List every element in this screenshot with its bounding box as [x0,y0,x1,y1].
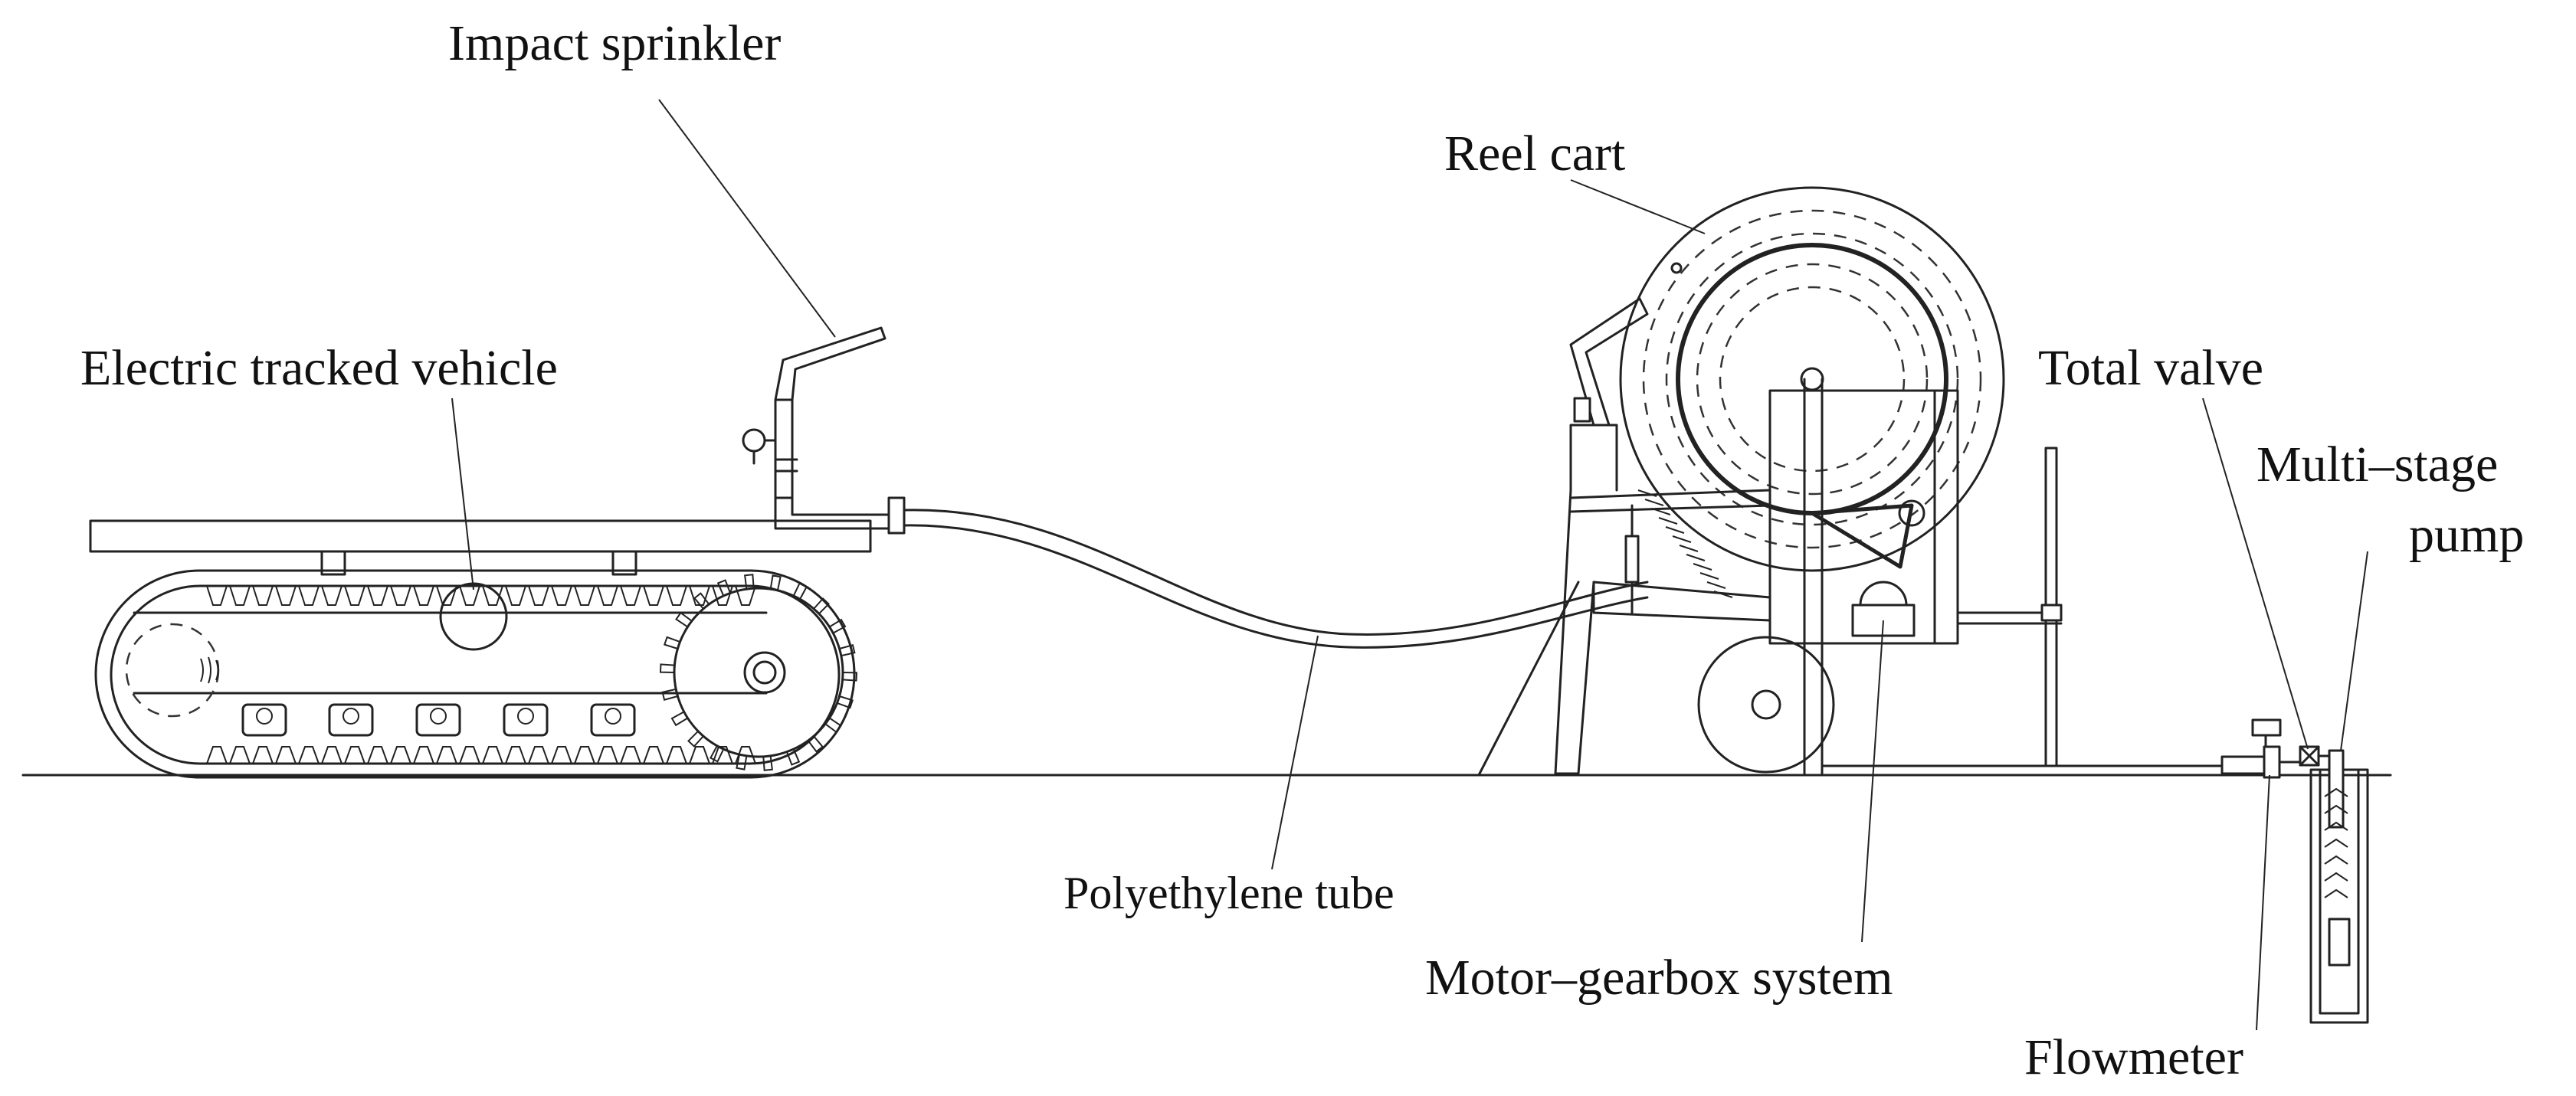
label-multi-stage-pump-line1: Multi–stage [2256,437,2498,492]
leader-total-valve [2202,398,2309,750]
road-wheel [590,703,636,737]
label-impact-sprinkler: Impact sprinkler [448,15,781,71]
polyethylene-tube [903,509,1649,649]
multi-stage-pump [2309,749,2369,1024]
label-reel-cart: Reel cart [1444,126,1625,182]
label-electric-tracked-vehicle: Electric tracked vehicle [80,340,558,396]
electric-tracked-vehicle [89,519,872,779]
road-wheel-hub [430,708,447,725]
impact-sprinkler [742,326,906,535]
reel-cart [1477,186,2224,777]
label-multi-stage-pump-line2: pump [2409,507,2524,563]
label-flowmeter: Flowmeter [2024,1029,2243,1085]
road-wheel-hub [605,708,621,725]
flowmeter [2220,718,2300,779]
leader-reel-cart [1570,179,1706,234]
road-wheel-hub [256,708,273,725]
leader-electric-tracked-vehicle [451,398,474,591]
leader-lines [451,99,2368,1031]
leader-motor-gearbox [1861,620,1884,943]
road-wheel [241,703,287,737]
road-wheel-hub [517,708,534,725]
label-total-valve: Total valve [2038,340,2263,396]
road-wheel [503,703,549,737]
leader-impact-sprinkler [658,99,836,338]
leader-flowmeter [2256,774,2270,1031]
label-polyethylene-tube: Polyethylene tube [1064,868,1395,918]
road-wheel-hub [342,708,359,725]
leader-multi-stage-pump [2340,551,2368,751]
label-motor-gearbox-system: Motor–gearbox system [1425,950,1893,1006]
road-wheel [328,703,374,737]
leader-polyethylene-tube [1271,635,1319,870]
road-wheel [415,703,461,737]
